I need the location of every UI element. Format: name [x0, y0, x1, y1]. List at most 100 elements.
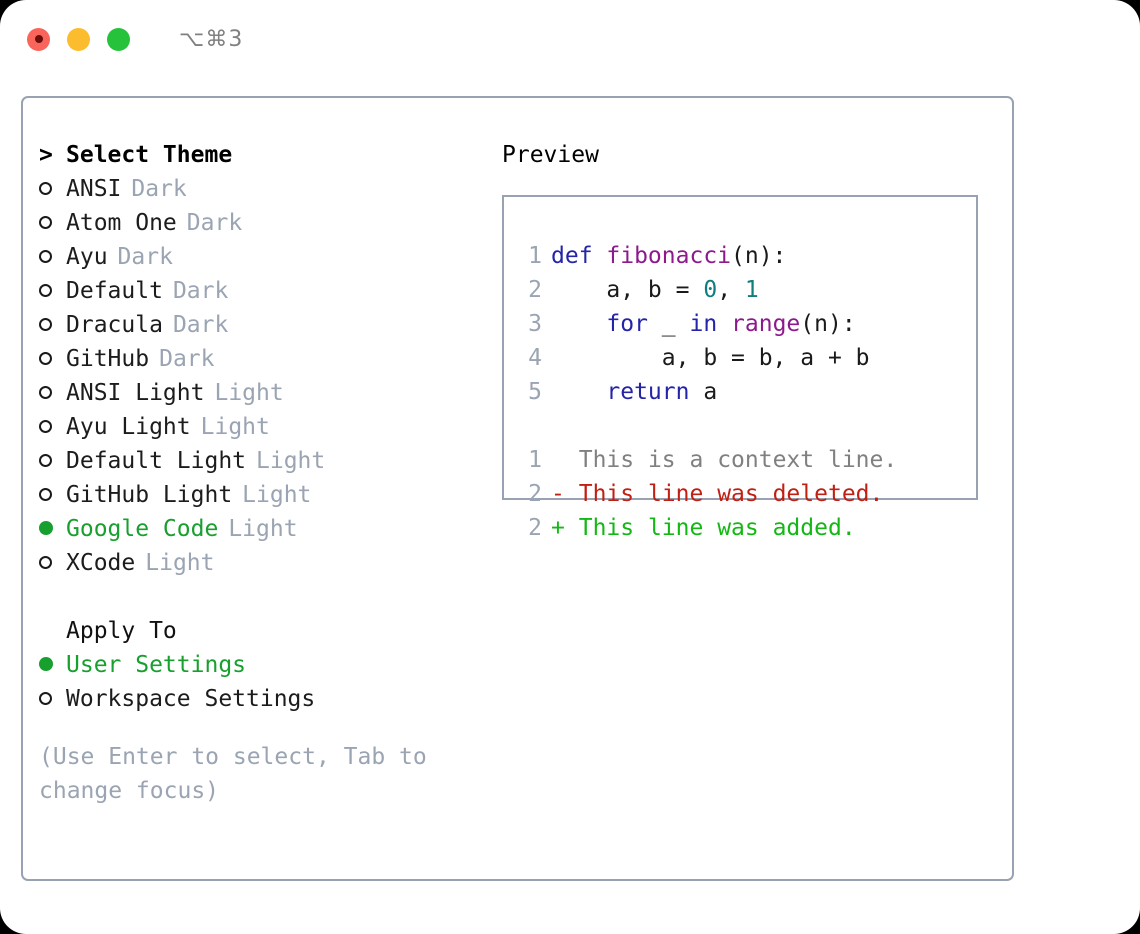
code-line: 2 a, b = 0, 1 — [504, 277, 976, 311]
theme-category: Light — [242, 482, 312, 508]
code-token-plain: _ — [647, 311, 690, 337]
theme-category: Dark — [159, 346, 215, 372]
code-line-number: 2 — [528, 277, 542, 303]
radio-selected-icon[interactable] — [39, 654, 66, 677]
minimize-button-icon[interactable] — [67, 27, 90, 51]
code-token-kw: return — [606, 379, 690, 405]
code-line-number: 4 — [528, 345, 542, 371]
code-line-text: def fibonacci(n): — [551, 243, 786, 269]
window-shortcut-label: ⌥⌘3 — [179, 26, 244, 52]
theme-category: Dark — [117, 244, 173, 270]
apply-to-title: Apply To — [66, 618, 177, 644]
code-token-kw: def — [551, 243, 607, 269]
code-token-kw: in — [689, 311, 718, 337]
diff-gap — [565, 481, 579, 507]
code-line-number: 3 — [528, 311, 542, 337]
theme-list-item[interactable]: Google Code Light — [39, 516, 469, 550]
diff-line-text: This is a context line. — [578, 447, 898, 473]
code-token-plain: a, b = b, a + b — [551, 345, 870, 371]
radio-unselected-icon[interactable] — [39, 280, 66, 303]
close-inner-dot — [34, 35, 43, 43]
code-token-plain: (n): — [731, 243, 787, 269]
radio-unselected-icon[interactable] — [39, 382, 66, 405]
radio-unselected-icon[interactable] — [39, 416, 66, 439]
radio-unselected-icon[interactable] — [39, 348, 66, 371]
theme-name: ANSI — [66, 176, 122, 202]
diff-line-number: 2 — [528, 481, 542, 507]
diff-line-text: This line was deleted. — [578, 481, 884, 507]
code-token-kw: for — [606, 311, 648, 337]
theme-name: ANSI Light — [66, 380, 205, 406]
code-diff-spacer — [504, 413, 976, 447]
diff-line: 2- This line was deleted. — [504, 481, 976, 515]
caret-icon: > — [39, 142, 53, 168]
radio-unselected-icon[interactable] — [39, 314, 66, 337]
radio-selected-icon[interactable] — [39, 518, 66, 541]
code-token-plain — [717, 311, 731, 337]
code-token-plain: , — [717, 277, 745, 303]
code-line-text: a, b = 0, 1 — [551, 277, 759, 303]
apply-to-option[interactable]: Workspace Settings — [39, 686, 469, 720]
traffic-light-controls — [27, 27, 130, 51]
code-line-text: for _ in range(n): — [551, 311, 856, 337]
theme-list-item[interactable]: Default Dark — [39, 278, 469, 312]
theme-name: Dracula — [66, 312, 163, 338]
page-title: Select Theme — [66, 142, 233, 168]
radio-unselected-icon[interactable] — [39, 688, 66, 711]
keyboard-hint: (Use Enter to select, Tab to change focu… — [39, 744, 427, 804]
radio-unselected-icon[interactable] — [39, 552, 66, 575]
theme-list-item[interactable]: Atom One Dark — [39, 210, 469, 244]
theme-category: Light — [200, 414, 270, 440]
theme-list-item[interactable]: Ayu Light Light — [39, 414, 469, 448]
code-line: 4 a, b = b, a + b — [504, 345, 976, 379]
diff-gap — [565, 447, 579, 473]
theme-list-item[interactable]: GitHub Light Light — [39, 482, 469, 516]
theme-category: Dark — [186, 210, 243, 236]
title-bar: ⌥⌘3 — [0, 0, 1140, 78]
theme-name: Default — [66, 278, 163, 304]
radio-unselected-icon[interactable] — [39, 178, 66, 201]
diff-line-number: 2 — [528, 515, 542, 541]
theme-list-item[interactable]: Dracula Dark — [39, 312, 469, 346]
code-line-number: 5 — [528, 379, 542, 405]
radio-unselected-icon[interactable] — [39, 450, 66, 473]
theme-category: Light — [145, 550, 215, 576]
code-token-plain: (n): — [800, 311, 856, 337]
theme-name: Default Light — [66, 448, 247, 474]
radio-unselected-icon[interactable] — [39, 484, 66, 507]
diff-line: 2+ This line was added. — [504, 515, 976, 549]
apply-to-option[interactable]: User Settings — [39, 652, 469, 686]
theme-name: GitHub Light — [66, 482, 233, 508]
theme-name: Google Code — [66, 516, 219, 542]
theme-list-item[interactable]: ANSI Light Light — [39, 380, 469, 414]
theme-category: Light — [214, 380, 284, 406]
theme-name: Atom One — [66, 210, 177, 236]
preview-title: Preview — [502, 142, 599, 168]
theme-category: Dark — [172, 312, 229, 338]
diff-sign: - — [551, 481, 565, 507]
radio-unselected-icon[interactable] — [39, 246, 66, 269]
close-button-icon[interactable] — [27, 27, 50, 51]
zoom-button-icon[interactable] — [107, 27, 130, 51]
code-token-plain: a — [689, 379, 718, 405]
theme-category: Light — [228, 516, 298, 542]
code-token-num: 1 — [744, 277, 759, 303]
code-line: 5 return a — [504, 379, 976, 413]
code-line: 3 for _ in range(n): — [504, 311, 976, 345]
apply-to-header: Apply To — [39, 618, 469, 652]
theme-name: Ayu Light — [66, 414, 191, 440]
list-spacer — [39, 584, 469, 618]
theme-category: Dark — [172, 278, 229, 304]
radio-unselected-icon[interactable] — [39, 212, 66, 235]
code-token-plain — [551, 311, 606, 337]
